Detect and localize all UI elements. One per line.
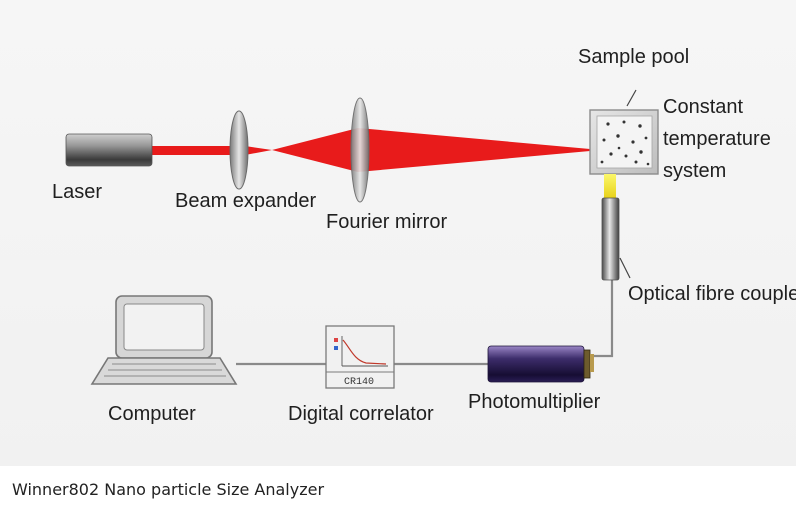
label-sample-pool: Sample pool [578,46,689,68]
correlator-model-label: CR140 [344,377,374,388]
sample-pool-cell-icon [589,109,659,175]
label-beam-expander: Beam expander [175,190,317,212]
scattered-light-beam [604,174,616,198]
label-fourier-mirror: Fourier mirror [326,211,447,233]
label-constant-line2: temperature [663,128,771,150]
signal-cables [236,278,614,366]
label-constant-line3: system [663,160,726,182]
coupler-leader-line [619,257,631,279]
diagram-panel [0,0,796,466]
fourier-mirror-lens-icon [350,97,370,203]
photomultiplier-icon [487,345,594,383]
laser-icon [65,133,153,167]
digital-correlator-icon: CR140 [325,325,395,389]
label-computer: Computer [108,403,196,425]
computer-laptop-icon [90,295,238,385]
label-photomultiplier: Photomultiplier [468,391,601,413]
label-laser: Laser [52,181,102,203]
label-digital-correlator: Digital correlator [288,403,434,425]
laser-beam [150,128,590,172]
sample-pool-leader-line [626,89,637,107]
figure-caption: Winner802 Nano particle Size Analyzer [12,480,325,499]
label-optical-fibre-coupler: Optical fibre coupler [628,283,796,305]
beam-expander-lens-icon [229,110,249,190]
setup-diagram: CR140 Laser Beam expander Fourier mirror… [52,46,796,425]
optical-fibre-coupler-icon [601,197,620,281]
label-constant-line1: Constant [663,96,743,118]
